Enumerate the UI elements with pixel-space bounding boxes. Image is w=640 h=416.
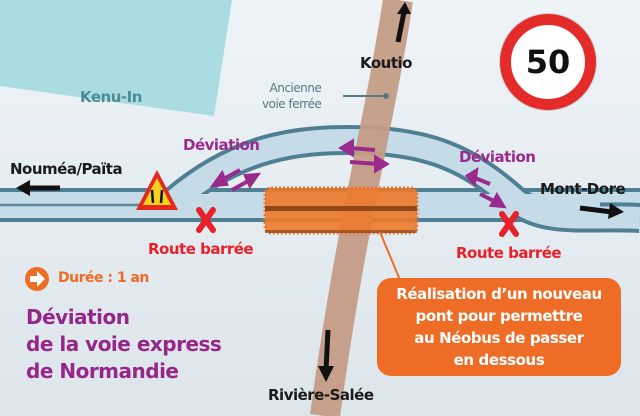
arrow-east-icon — [579, 203, 624, 219]
duration-label: Durée : 1 an — [58, 270, 149, 286]
railway-label-line: voie ferrée — [262, 97, 322, 111]
railway-label-line: Ancienne — [269, 81, 322, 95]
water-area — [0, 0, 232, 116]
water-label: Kenu-In — [80, 88, 142, 106]
arrow-west-icon — [16, 180, 60, 196]
title-line: de la voie express — [26, 332, 222, 356]
callout-line: au Néobus de passer — [414, 329, 584, 347]
page-title: Déviation de la voie express de Normandi… — [26, 304, 222, 385]
arrow-south-icon — [318, 329, 334, 382]
road-narrows-warning-icon — [136, 170, 178, 210]
callout-pointer — [379, 231, 401, 281]
place-east-label: Mont-Dore — [540, 180, 626, 198]
title-line: de Normandie — [26, 359, 179, 383]
speed-limit-sign: 50 — [500, 14, 596, 110]
old-railway — [310, 0, 413, 416]
bridge-callout: Réalisation d’un nouveau pont pour perme… — [377, 278, 621, 376]
arrow-north-icon — [395, 2, 411, 43]
closed-label-west: Route barrée — [148, 240, 254, 258]
closed-label-east: Route barrée — [456, 244, 562, 262]
duration-arrow-icon — [25, 267, 49, 291]
callout-line: pont pour permettre — [415, 307, 583, 325]
deviation-label-east: Déviation — [459, 148, 536, 166]
place-north-label: Koutio — [360, 54, 412, 72]
closed-x-icon — [196, 207, 519, 237]
deviation-arrows-icon — [209, 138, 507, 209]
callout-line: Réalisation d’un nouveau — [396, 285, 602, 303]
railway-label: Ancienne voie ferrée — [262, 80, 322, 112]
place-south-label: Rivière-Salée — [268, 386, 374, 404]
callout-line: en dessous — [453, 351, 545, 369]
place-west-label: Nouméa/Païta — [10, 160, 123, 178]
title-line: Déviation — [26, 305, 130, 329]
deviation-label-west: Déviation — [183, 136, 260, 154]
